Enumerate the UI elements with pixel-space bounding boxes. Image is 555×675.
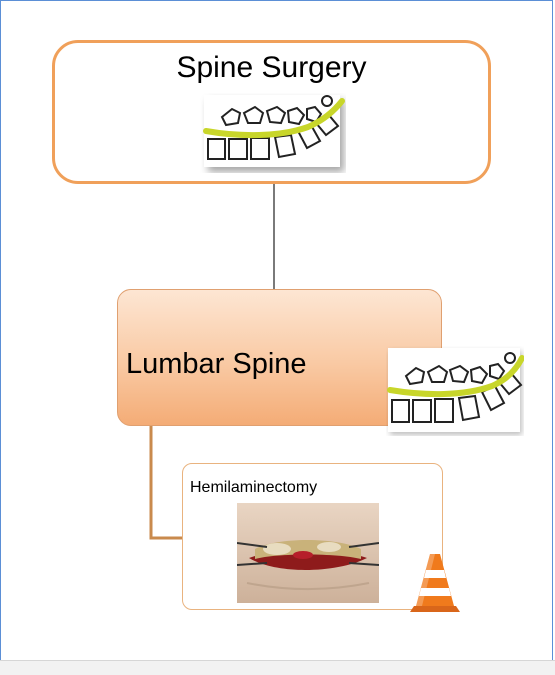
traffic-cone-icon (408, 552, 462, 612)
node-label: Lumbar Spine (126, 348, 307, 381)
surgery-photo (237, 503, 379, 603)
vertebrae-icon (200, 93, 346, 173)
connector-lumbar-to-hemi (151, 426, 182, 538)
node-label: Spine Surgery (55, 51, 488, 85)
node-label: Hemilaminectomy (190, 479, 317, 497)
vertebrae-icon (386, 346, 524, 436)
